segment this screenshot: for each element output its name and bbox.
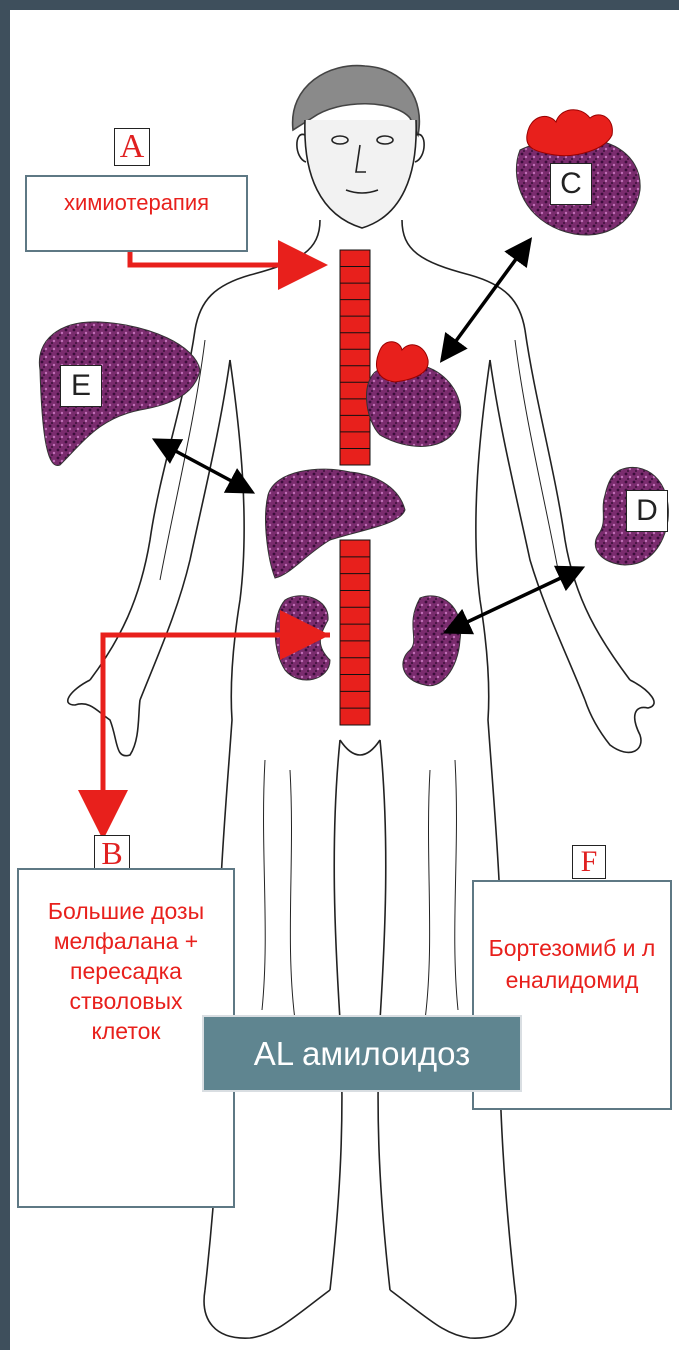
- arrow-chemo: [130, 252, 318, 265]
- label-a: A: [114, 128, 150, 166]
- arrow-heart: [442, 240, 530, 360]
- label-d: D: [626, 490, 668, 532]
- right-kidney-in-body: [403, 596, 461, 686]
- label-e: E: [60, 365, 102, 407]
- liver-in-body: [266, 469, 405, 578]
- chemotherapy-box: химиотерапия: [25, 175, 248, 252]
- upper-red-bar: [340, 250, 370, 465]
- label-b: B: [94, 835, 130, 871]
- arrow-kidney: [446, 568, 582, 632]
- label-c: C: [550, 163, 592, 205]
- heart-in-body: [366, 342, 460, 447]
- lower-red-bar: [340, 540, 370, 725]
- diagram-frame: A C E D B F химиотерапия Большие дозы ме…: [10, 10, 679, 1350]
- diagram-title: AL амилоидоз: [202, 1015, 522, 1092]
- arrow-liver: [155, 440, 252, 492]
- left-kidney-in-body: [275, 596, 330, 680]
- label-f: F: [572, 845, 606, 879]
